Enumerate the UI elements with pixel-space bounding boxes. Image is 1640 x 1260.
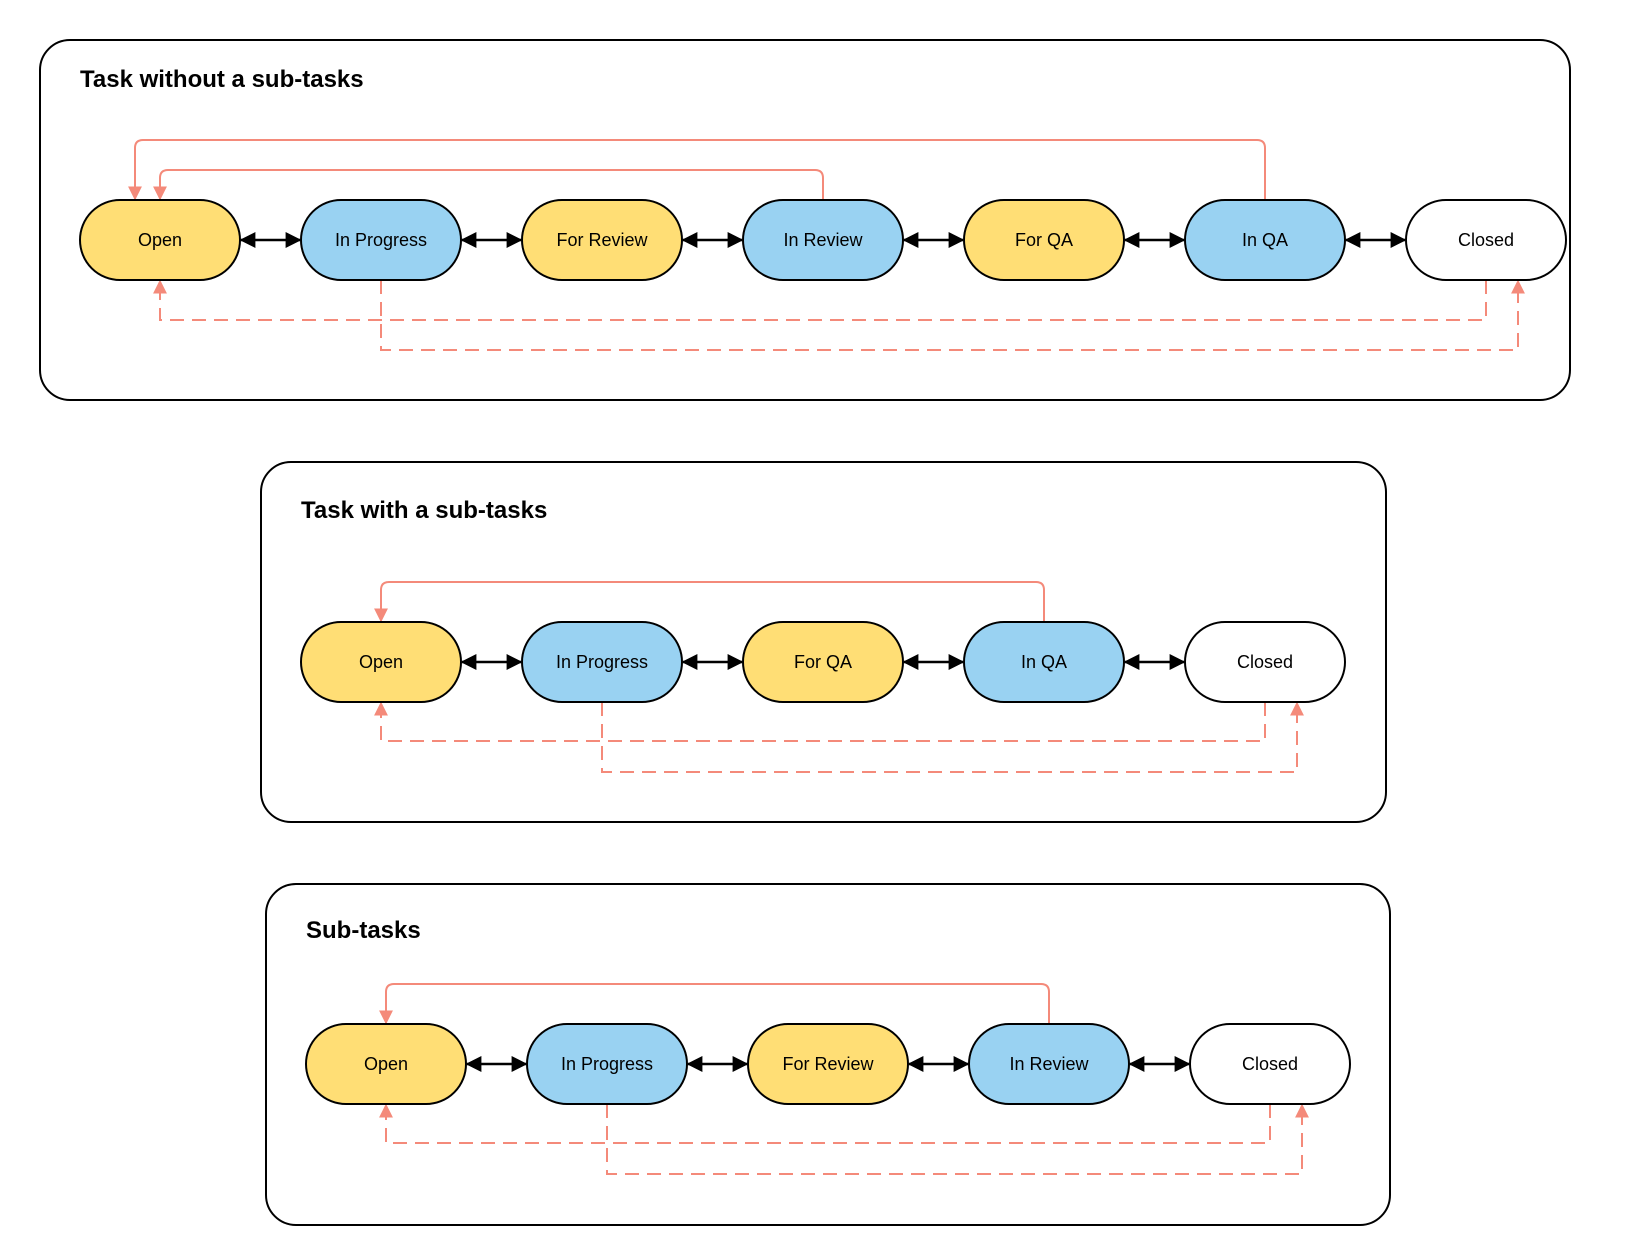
state-label: In Review	[1009, 1054, 1089, 1074]
state-node-in-progress: In Progress	[521, 621, 683, 703]
state-pill	[968, 1023, 1130, 1105]
state-node-closed: Closed	[1184, 621, 1346, 703]
return-link-closed-to-open	[379, 1103, 1271, 1144]
state-label: Open	[359, 652, 403, 672]
state-label: In QA	[1021, 652, 1067, 672]
state-node-in-review: In Review	[968, 1023, 1130, 1105]
state-label: In QA	[1242, 230, 1288, 250]
return-link-in-review-to-open	[153, 169, 824, 201]
state-node-open: Open	[305, 1023, 467, 1105]
return-link-closed-to-open	[153, 279, 1487, 321]
state-pill	[305, 1023, 467, 1105]
state-pill	[300, 621, 462, 703]
state-label: Open	[138, 230, 182, 250]
return-link-in-progress-to-closed	[601, 701, 1304, 773]
state-pill	[1189, 1023, 1351, 1105]
panel-frame	[260, 461, 1387, 823]
state-pill	[963, 199, 1125, 281]
state-node-in-qa: In QA	[963, 621, 1125, 703]
state-node-closed: Closed	[1189, 1023, 1351, 1105]
state-node-for-qa: For QA	[963, 199, 1125, 281]
state-label: In Review	[783, 230, 863, 250]
state-label: For Review	[782, 1054, 874, 1074]
state-label: Closed	[1237, 652, 1293, 672]
state-node-open: Open	[79, 199, 241, 281]
state-pill	[521, 199, 683, 281]
state-pill	[1184, 621, 1346, 703]
state-node-closed: Closed	[1405, 199, 1567, 281]
return-link-closed-to-open	[374, 701, 1266, 742]
panel-frame	[39, 39, 1571, 401]
state-pill	[742, 621, 904, 703]
state-pill	[300, 199, 462, 281]
state-pill	[963, 621, 1125, 703]
state-label: Closed	[1242, 1054, 1298, 1074]
return-link-in-progress-to-closed	[380, 279, 1525, 351]
state-pill	[1184, 199, 1346, 281]
return-link-in-review-to-open	[379, 983, 1050, 1025]
state-node-in-progress: In Progress	[526, 1023, 688, 1105]
state-label: In Progress	[561, 1054, 653, 1074]
state-pill	[747, 1023, 909, 1105]
state-node-open: Open	[300, 621, 462, 703]
state-node-for-qa: For QA	[742, 621, 904, 703]
state-pill	[742, 199, 904, 281]
panel-title: Task with a sub-tasks	[301, 497, 547, 524]
state-node-in-qa: In QA	[1184, 199, 1346, 281]
state-node-in-review: In Review	[742, 199, 904, 281]
state-label: Closed	[1458, 230, 1514, 250]
state-pill	[79, 199, 241, 281]
state-node-for-review: For Review	[747, 1023, 909, 1105]
return-link-in-progress-to-closed	[606, 1103, 1309, 1175]
state-label: In Progress	[556, 652, 648, 672]
panel-title: Sub-tasks	[306, 917, 421, 944]
state-label: For Review	[556, 230, 648, 250]
state-label: Open	[364, 1054, 408, 1074]
state-pill	[521, 621, 683, 703]
return-link-in-qa-to-open	[128, 139, 1266, 201]
state-label: In Progress	[335, 230, 427, 250]
state-pill	[1405, 199, 1567, 281]
panel-frame	[265, 883, 1391, 1226]
state-label: For QA	[794, 652, 852, 672]
state-pill	[526, 1023, 688, 1105]
state-label: For QA	[1015, 230, 1073, 250]
panel-title: Task without a sub-tasks	[80, 66, 364, 93]
return-link-in-qa-to-open	[374, 581, 1045, 623]
state-node-in-progress: In Progress	[300, 199, 462, 281]
state-node-for-review: For Review	[521, 199, 683, 281]
